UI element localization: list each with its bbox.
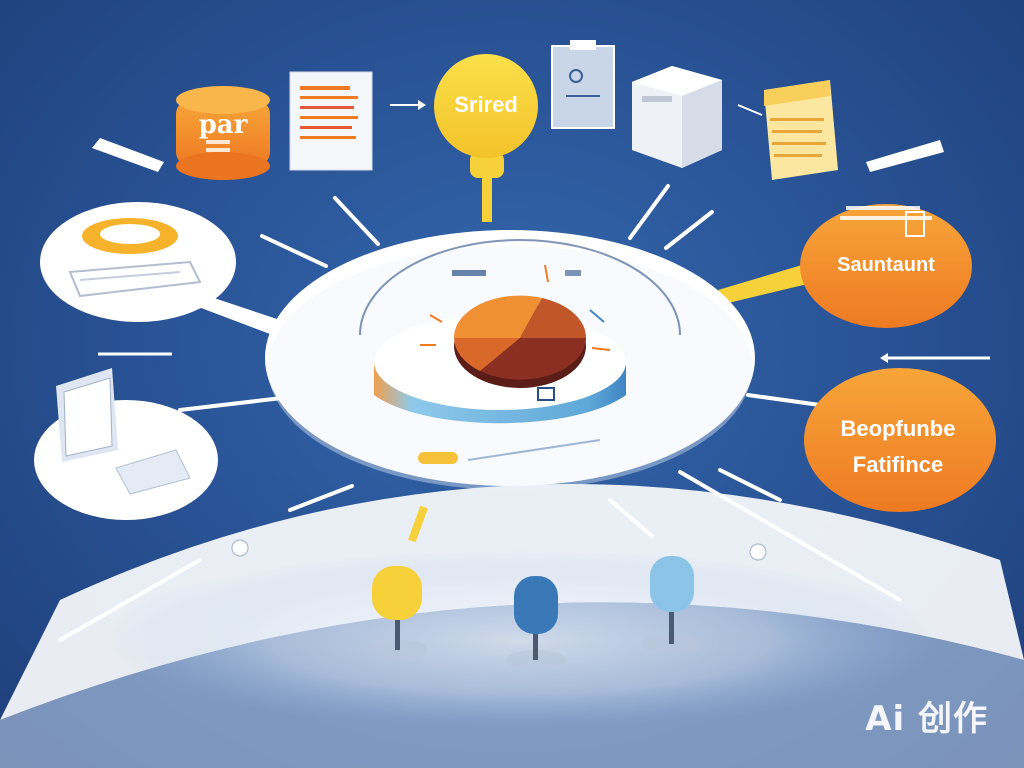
watermark-logo: Ai <box>865 699 906 739</box>
right-bottom-badge <box>804 368 996 512</box>
pin-node-icon-blue <box>506 576 566 670</box>
right-bottom-badge-line2: Fatifince <box>852 452 944 477</box>
right-bottom-badge-line1: Beopfunbe <box>840 416 956 441</box>
arc-node-left <box>231 539 249 557</box>
top-center-badge-label: Srired <box>454 92 518 117</box>
bottom-arc-platform <box>0 483 1024 768</box>
arc-node-right <box>749 543 767 561</box>
right-top-badge-label: Sauntaunt <box>837 254 935 276</box>
arrow-center-top <box>390 100 426 110</box>
watermark-text: 创作 <box>918 699 988 739</box>
connector-lines <box>58 184 902 642</box>
right-top-badge <box>800 204 972 328</box>
watermark: Ai 创作 <box>865 691 988 740</box>
folder-icon <box>764 80 838 180</box>
document-icon <box>289 71 373 171</box>
arrow-right-mid <box>880 353 990 363</box>
pin-icon <box>434 54 538 158</box>
arrow-top-right <box>866 140 944 172</box>
pie-chart-icon <box>453 295 587 388</box>
yellow-stem-top <box>470 152 504 222</box>
database-icon <box>176 86 270 180</box>
pin-node-icon-light <box>642 556 702 654</box>
arrow-top-left <box>92 138 164 172</box>
disc-badge-icon <box>418 452 458 464</box>
server-box-icon <box>632 66 722 168</box>
yellow-dash <box>408 505 428 543</box>
pin-node-icon <box>368 566 428 660</box>
left-upper-disc <box>40 202 286 334</box>
top-left-badge-label: par <box>198 110 248 140</box>
yellow-beam-right <box>718 262 816 304</box>
clipboard-icon <box>551 40 615 129</box>
left-lower-disc <box>34 368 218 520</box>
arrow-right-top <box>737 104 763 116</box>
